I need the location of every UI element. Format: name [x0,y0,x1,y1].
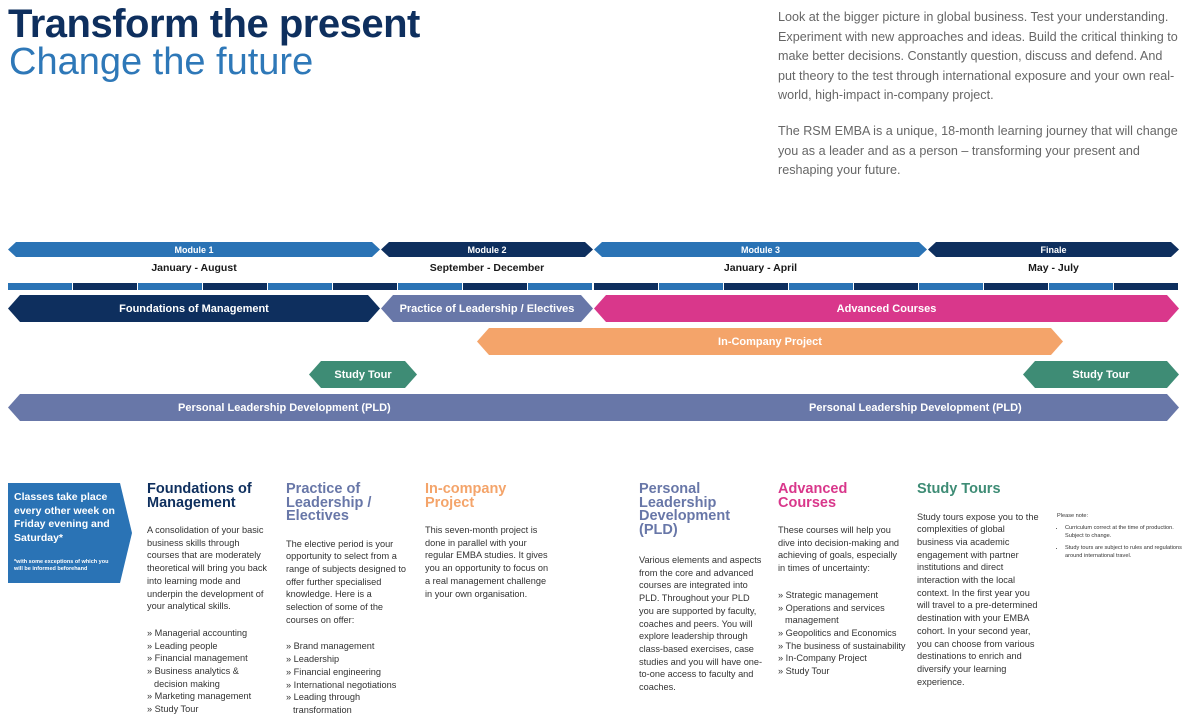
schedule-footnote: *with some exceptions of which you will … [14,559,109,572]
module-1-header: Module 1 [8,242,380,257]
list-item: In-Company Project [778,652,906,665]
intro-paragraph-1: Look at the bigger picture in global bus… [778,10,1178,102]
practice-body: The elective period is your opportunity … [286,538,407,625]
studytours-section: Study Tours Study tours expose you to th… [917,481,1042,688]
month-segment [268,283,333,290]
module-2-period: September - December [429,262,545,274]
list-item: Leadership [286,653,408,666]
intro-paragraph-2: The RSM EMBA is a unique, 18-month learn… [778,124,1178,177]
study-tour-bar-2: Study Tour [1023,361,1179,388]
month-segment [528,283,593,290]
practice-bar: Practice of Leadership / Electives [381,295,593,322]
pld-body: Various elements and aspects from the co… [639,555,763,693]
list-item: Geopolitics and Economics [778,627,906,640]
list-item: Leading through transformation [286,691,408,716]
list-item: Leading people [147,640,272,653]
foundations-body: A consolidation of your basic business s… [147,525,268,612]
list-item: Managerial accounting [147,627,272,640]
advanced-title: Advanced Courses [778,481,848,511]
notes-heading: Please note: [1057,513,1089,519]
pld-section: Personal Leadership Development (PLD) Va… [639,481,767,694]
month-segment [1048,283,1113,290]
month-segment [463,283,528,290]
foundations-bar: Foundations of Management [8,295,380,322]
pld-label-1: Personal Leadership Development (PLD) [178,401,391,414]
list-item: Strategic management [778,589,906,602]
finale-period: May - July [1028,262,1079,274]
advanced-list: Strategic management Operations and serv… [778,589,906,678]
incompany-section: In-company Project This seven-month proj… [425,481,550,600]
list-item: Financial engineering [286,666,408,679]
foundations-list: Managerial accounting Leading people Fin… [147,627,272,716]
month-segment [398,283,463,290]
month-segment [73,283,138,290]
module-1-period: January - August [151,262,237,274]
month-segment [788,283,853,290]
practice-list: Brand management Leadership Financial en… [286,640,408,716]
month-segment [333,283,398,290]
foundations-title: Foundations of Management [147,481,252,511]
module-3-period: January - April [723,262,798,274]
month-segment [658,283,723,290]
practice-section: Practice of Leadership / Electives The e… [286,481,408,717]
month-segment [723,283,788,290]
practice-title: Practice of Leadership / Electives [286,481,372,524]
list-item: Operations and services management [778,602,906,627]
list-item: Financial management [147,652,272,665]
in-company-bar: In-Company Project [477,328,1063,355]
pld-bar: Personal Leadership Development (PLD) Pe… [8,394,1179,421]
advanced-body: These courses will help you dive into de… [778,525,900,574]
foundations-section: Foundations of Management A consolidatio… [147,481,272,716]
list-item: Marketing management [147,690,272,703]
study-tour-bar-1: Study Tour [309,361,417,388]
pld-label-2: Personal Leadership Development (PLD) [809,401,1022,414]
schedule-text: Classes take place every other week on F… [14,491,115,544]
list-item: The business of sustainability [778,640,906,653]
month-segment [203,283,268,290]
finale-header: Finale [928,242,1179,257]
list-item: Business analytics & decision making [147,665,272,690]
incompany-title: In-company Project [425,481,507,511]
list-item: Brand management [286,640,408,653]
studytours-body: Study tours expose you to the complexiti… [917,511,1039,687]
page-title: Transform the present [8,2,420,46]
list-item: International negotiations [286,679,408,692]
advanced-section: Advanced Courses These courses will help… [778,481,906,678]
pld-title: Personal Leadership Development (PLD) [639,481,731,538]
month-segment [8,283,73,290]
list-item: Study Tour [147,703,272,716]
list-item: Study tours are subject to rules and reg… [1065,544,1182,560]
page-subtitle: Change the future [9,41,314,83]
month-segment [138,283,203,290]
month-segment [1113,283,1178,290]
notes-box: Please note: Curriculum correct at the t… [1057,512,1182,564]
incompany-body: This seven-month project is done in para… [425,525,549,599]
advanced-bar: Advanced Courses [594,295,1179,322]
notes-list: Curriculum correct at the time of produc… [1057,524,1182,560]
month-segment [593,283,658,290]
module-2-header: Module 2 [381,242,593,257]
schedule-callout: Classes take place every other week on F… [8,483,132,583]
studytours-title: Study Tours [917,481,1001,497]
month-segment [983,283,1048,290]
module-3-header: Module 3 [594,242,927,257]
month-segment [918,283,983,290]
list-item: Study Tour [778,665,906,678]
month-segment [853,283,918,290]
list-item: Curriculum correct at the time of produc… [1065,524,1182,540]
